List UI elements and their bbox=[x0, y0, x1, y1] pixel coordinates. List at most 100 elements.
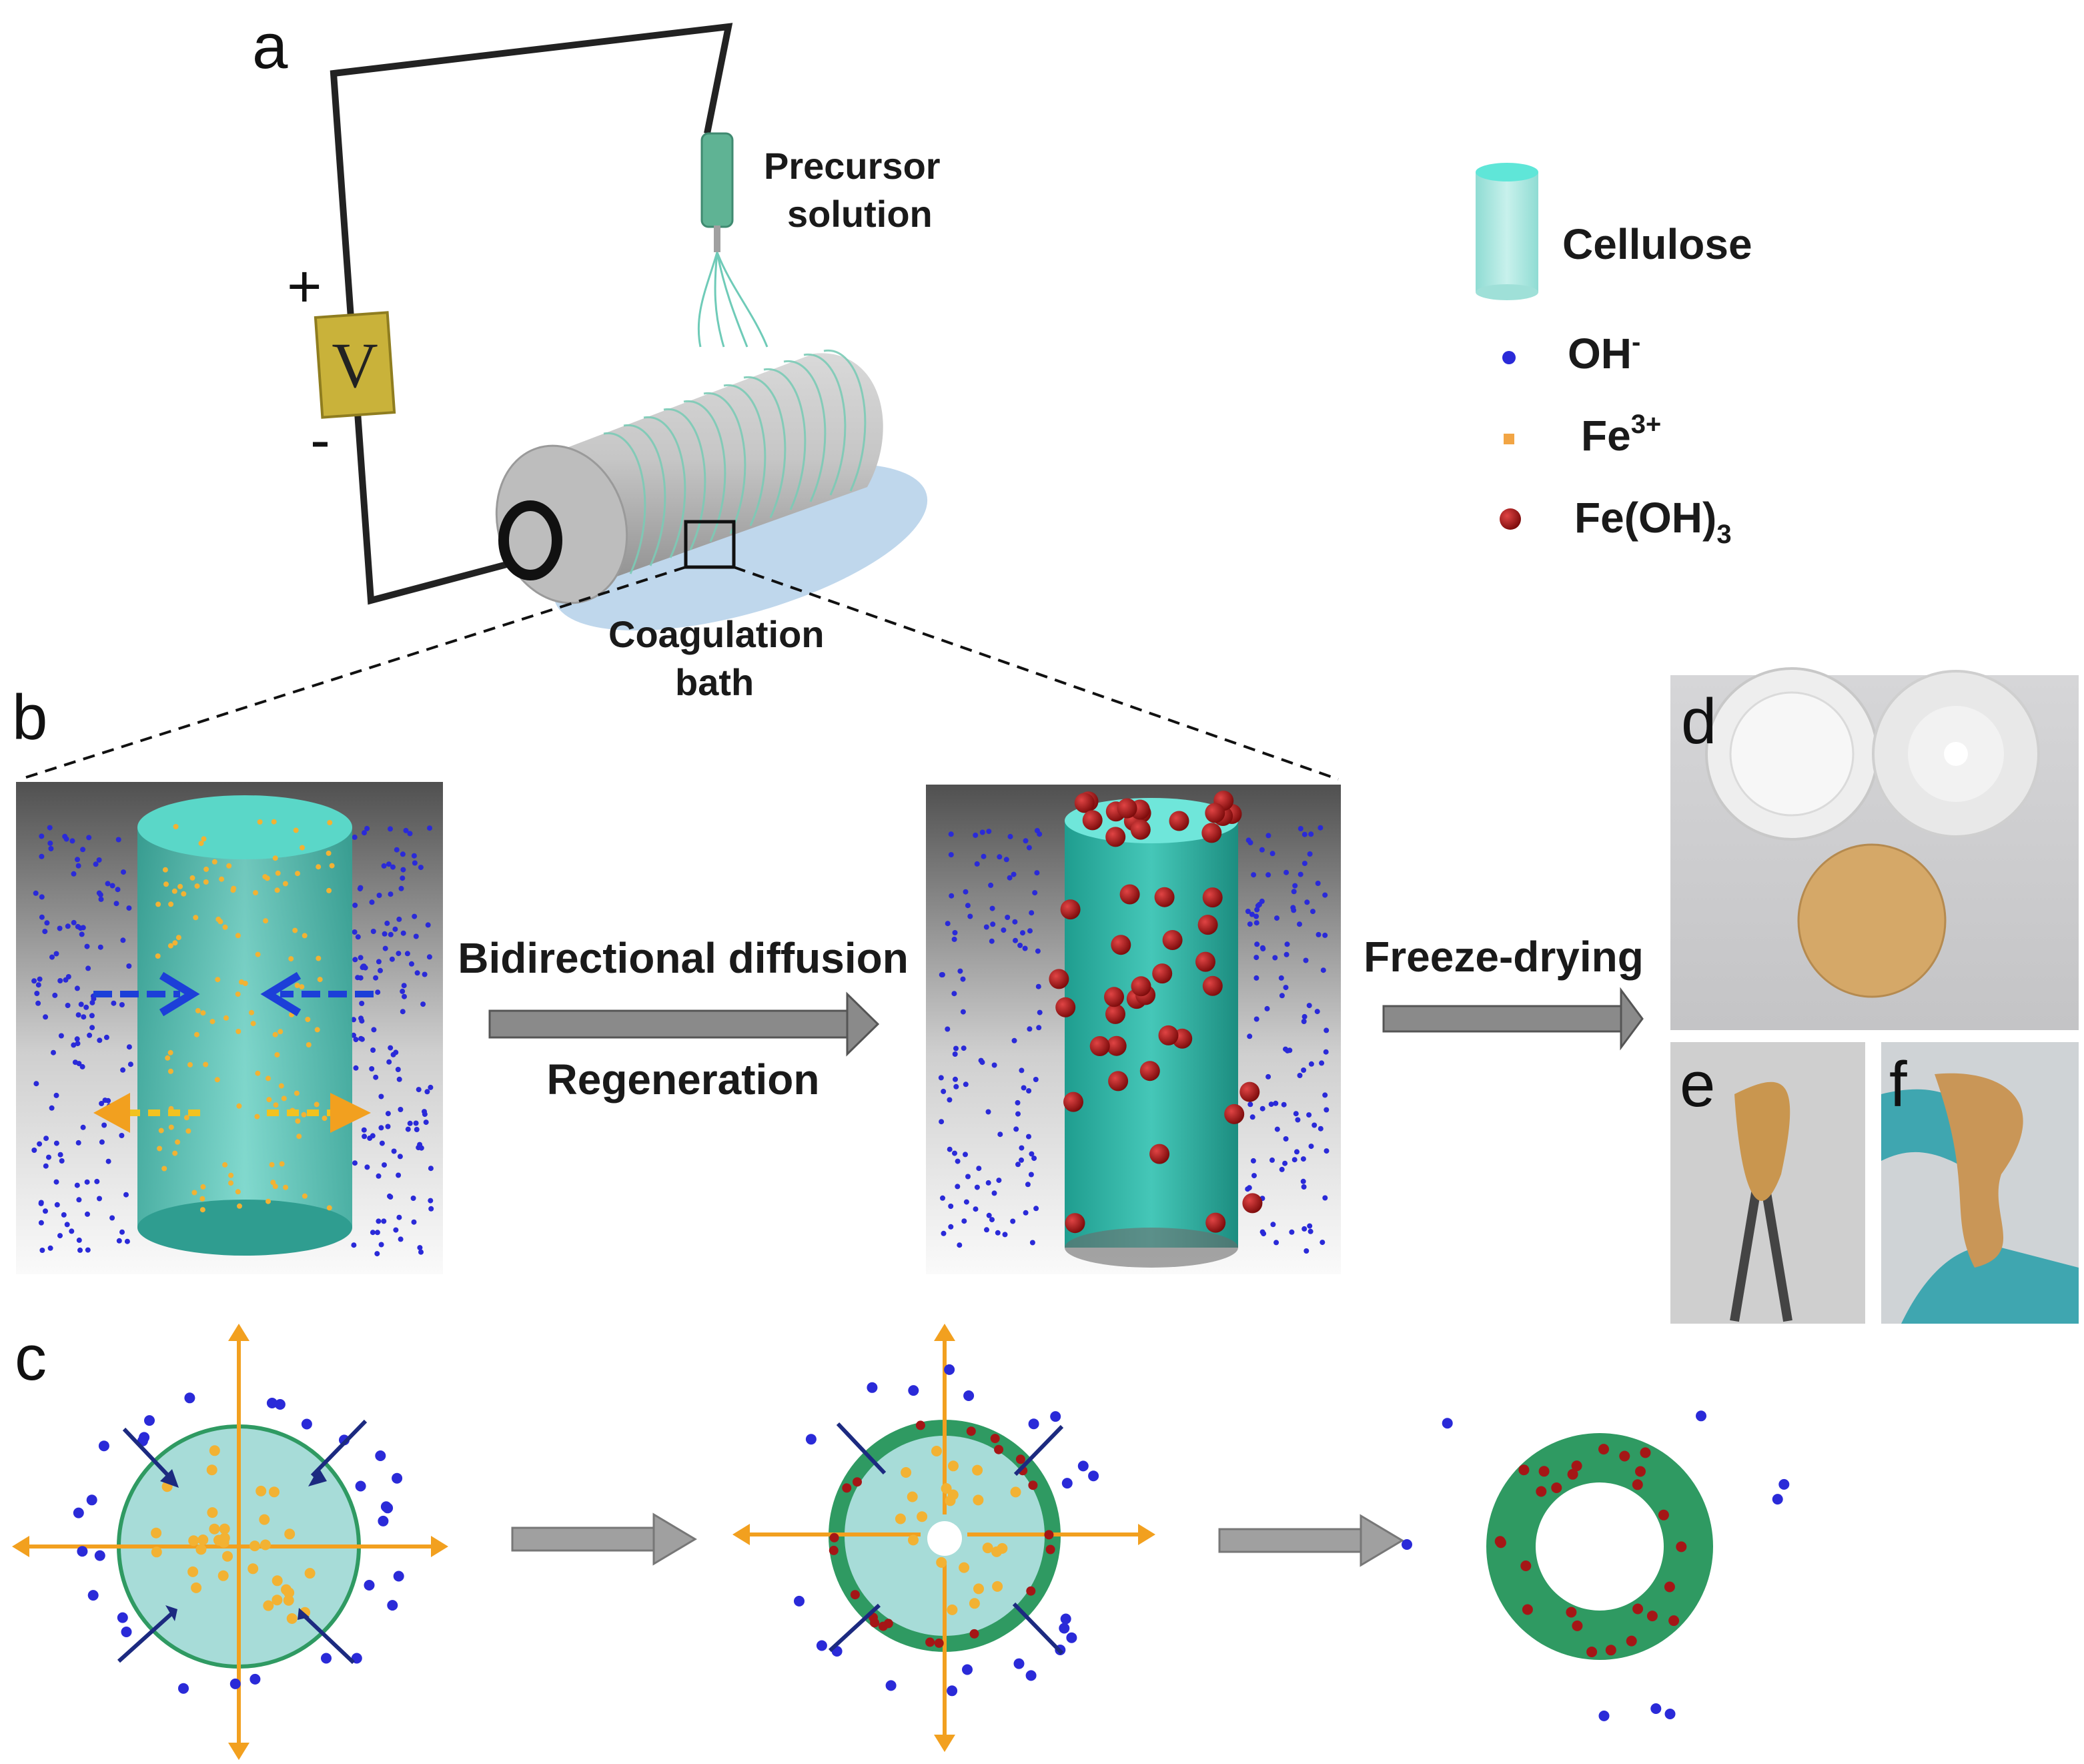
oh-ion bbox=[400, 851, 406, 857]
oh-ion bbox=[1322, 1092, 1328, 1098]
legend-feoh3-label: Fe(OH)3 bbox=[1574, 494, 1732, 549]
oh-ion bbox=[74, 1182, 80, 1188]
oh-ion bbox=[79, 1063, 85, 1069]
fe3-ion bbox=[197, 1534, 209, 1545]
fe3-ion bbox=[262, 874, 268, 880]
oh-ion bbox=[78, 1001, 84, 1007]
oh-ion bbox=[378, 1093, 384, 1099]
oh-ion bbox=[409, 961, 414, 967]
fe3-ion bbox=[219, 876, 225, 882]
oh-ion bbox=[1245, 1186, 1251, 1192]
oh-ion bbox=[38, 1200, 44, 1206]
fe3-ion bbox=[272, 1184, 278, 1190]
oh-ion bbox=[963, 1199, 969, 1205]
oh-ion bbox=[961, 1218, 967, 1224]
oh-ion bbox=[1315, 881, 1321, 886]
panel-label-c: c bbox=[15, 1322, 47, 1394]
oh-ion bbox=[1050, 1411, 1061, 1422]
panel-label-b: b bbox=[12, 682, 47, 753]
fe3-ion bbox=[228, 1180, 233, 1186]
fe3-ion bbox=[155, 953, 161, 959]
fe3-ion bbox=[165, 1055, 171, 1061]
oh-ion bbox=[388, 826, 393, 832]
oh-ion bbox=[1318, 1126, 1324, 1132]
oh-ion bbox=[43, 1136, 49, 1142]
oh-ion bbox=[364, 1580, 375, 1591]
fe3-ion bbox=[273, 1102, 279, 1108]
fe3-ion bbox=[217, 1570, 229, 1581]
fe3-ion bbox=[292, 927, 298, 933]
feoh3-particle bbox=[1668, 1615, 1680, 1627]
feoh3-particle bbox=[1205, 803, 1225, 823]
fe3-ion bbox=[274, 1052, 280, 1057]
fe3-ion bbox=[272, 855, 278, 861]
feoh3-particle bbox=[1522, 1604, 1533, 1615]
oh-ion bbox=[991, 1062, 997, 1068]
oh-ion bbox=[63, 836, 69, 842]
oh-ion bbox=[1696, 1410, 1706, 1422]
oh-ion bbox=[374, 1251, 380, 1257]
oh-ion bbox=[53, 1140, 59, 1146]
fe3-ion bbox=[167, 1068, 173, 1074]
oh-ion bbox=[418, 1249, 424, 1255]
oh-ion bbox=[57, 925, 63, 931]
oh-ion bbox=[1037, 831, 1043, 837]
oh-ion bbox=[358, 1015, 364, 1021]
oh-ion bbox=[97, 1196, 102, 1202]
oh-ion bbox=[1019, 1157, 1024, 1163]
oh-ion bbox=[115, 837, 121, 843]
oh-ion bbox=[362, 830, 367, 836]
oh-ion bbox=[816, 1640, 827, 1651]
oh-ion bbox=[973, 832, 979, 838]
feoh3-particle bbox=[1111, 935, 1131, 955]
oh-ion bbox=[358, 955, 364, 961]
oh-ion bbox=[1319, 1060, 1325, 1066]
oh-ion bbox=[395, 1067, 401, 1072]
oh-ion bbox=[381, 1218, 387, 1224]
oh-ion bbox=[1019, 1145, 1025, 1151]
oh-ion bbox=[387, 1600, 398, 1611]
fe3-ion bbox=[226, 863, 232, 869]
oh-ion bbox=[940, 1195, 945, 1201]
oh-ion bbox=[382, 945, 388, 951]
fe3-ion bbox=[181, 891, 187, 897]
fe3-ion bbox=[191, 1582, 202, 1593]
oh-ion bbox=[1308, 1144, 1314, 1150]
fe3-ion bbox=[222, 1162, 228, 1168]
oh-ion bbox=[988, 882, 994, 888]
fe3-ion bbox=[322, 1116, 328, 1122]
feoh3-particle bbox=[1635, 1466, 1646, 1477]
panel-a: a V + - bbox=[19, 11, 1339, 781]
fe3-ion bbox=[282, 881, 288, 887]
oh-ion bbox=[378, 967, 383, 973]
oh-ion bbox=[1023, 838, 1029, 844]
oh-ion bbox=[952, 1051, 958, 1057]
oh-ion bbox=[47, 840, 53, 846]
oh-ion bbox=[53, 951, 59, 957]
oh-ion bbox=[1650, 1703, 1662, 1714]
oh-ion bbox=[119, 1133, 125, 1138]
oh-ion bbox=[1301, 1184, 1307, 1190]
fe3-ion bbox=[917, 1511, 928, 1522]
voltmeter: V bbox=[314, 311, 396, 419]
oh-ion bbox=[352, 902, 358, 908]
fe3-ion bbox=[195, 1007, 201, 1013]
oh-ion bbox=[1402, 1539, 1412, 1550]
oh-ion bbox=[1033, 1206, 1039, 1212]
fe3-ion bbox=[198, 841, 204, 847]
oh-ion bbox=[1026, 1088, 1032, 1093]
oh-ion bbox=[1259, 847, 1265, 853]
fe3-ion bbox=[314, 1101, 320, 1108]
oh-ion bbox=[375, 989, 381, 995]
oh-ion bbox=[357, 886, 363, 892]
oh-ion bbox=[364, 825, 370, 831]
feoh3-particle bbox=[1197, 915, 1218, 935]
oh-ion bbox=[413, 1120, 419, 1126]
oh-ion bbox=[98, 896, 104, 902]
fe3-ion bbox=[175, 935, 181, 941]
oh-ion bbox=[396, 1172, 402, 1178]
oh-ion bbox=[1664, 1709, 1676, 1719]
oh-ion bbox=[1265, 872, 1271, 878]
oh-ion bbox=[1059, 1623, 1070, 1634]
feoh3-particle bbox=[1520, 1561, 1532, 1571]
